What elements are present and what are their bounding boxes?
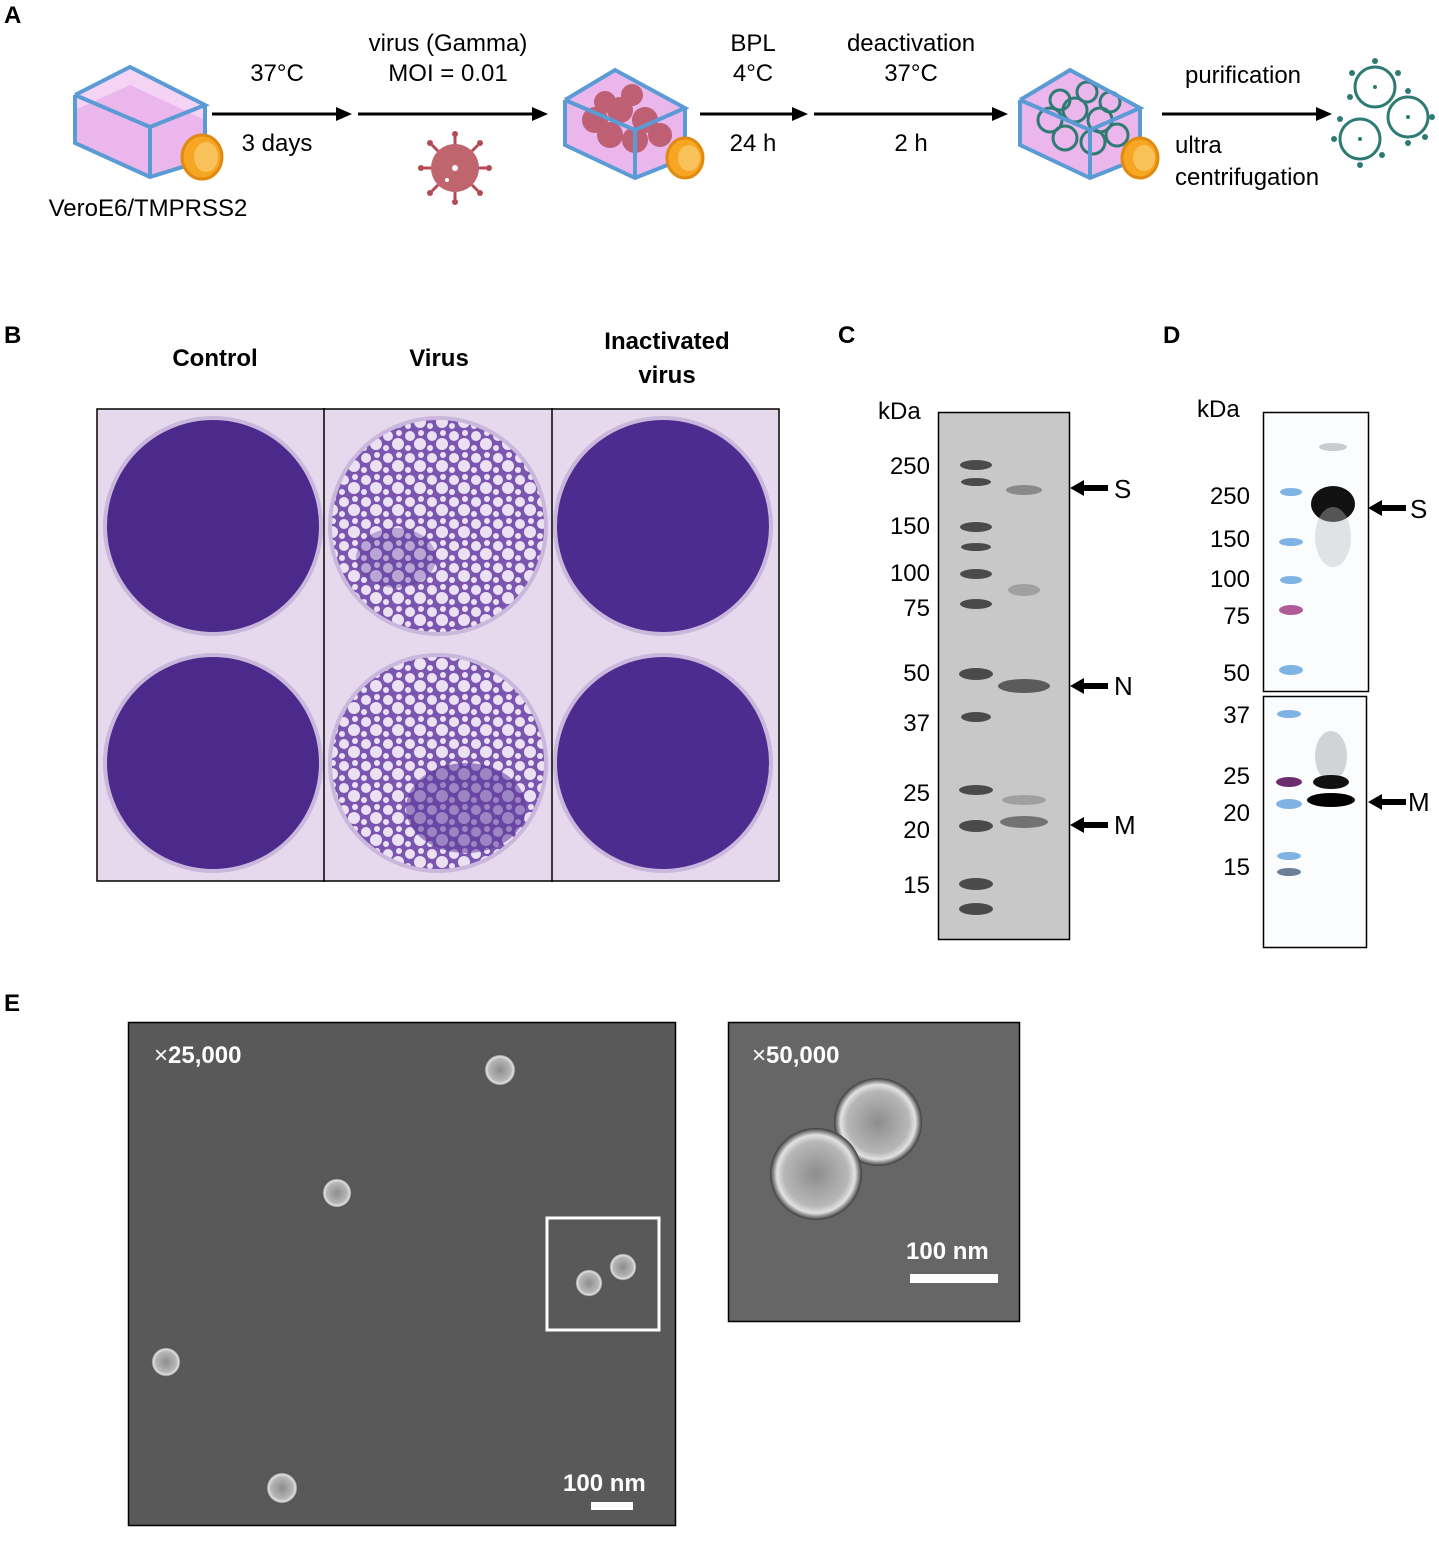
gel-c-marker: 37 <box>903 710 930 737</box>
inactivated-well-2 <box>553 653 773 873</box>
infected-flask-illustration <box>563 67 705 181</box>
panel-label-a: A <box>4 2 22 29</box>
gel-c-unit: kDa <box>878 398 921 425</box>
band-label-m: M <box>1408 787 1430 817</box>
blot-d-unit: kDa <box>1197 396 1240 423</box>
column-label-inactivated-2: virus <box>638 362 696 389</box>
panel-label-d: D <box>1163 322 1181 349</box>
scale-bar-2 <box>910 1274 998 1283</box>
gel-c-marker: 15 <box>903 872 930 899</box>
step4-duration: 2 h <box>894 130 928 157</box>
blot-d-marker: 15 <box>1223 854 1250 881</box>
panel-label-e: E <box>4 990 21 1017</box>
purified-virus-icon <box>1331 58 1435 168</box>
column-label-virus: Virus <box>409 345 469 372</box>
scale-label-1: 100 nm <box>563 1470 646 1497</box>
arrow-band-s-d <box>1368 500 1406 516</box>
plaque-assay-plate <box>96 408 780 882</box>
band-label-s: S <box>1410 494 1428 524</box>
arrow-band-m-c <box>1070 817 1108 833</box>
step4-process: deactivation <box>846 30 976 57</box>
step5-ultra: ultra <box>1175 132 1222 159</box>
control-well-1 <box>103 416 323 636</box>
magnification-label-1: ×25,000 <box>154 1042 242 1069</box>
step1-duration: 3 days <box>241 130 313 157</box>
step2-virus: virus (Gamma) <box>368 30 528 57</box>
arrow-5 <box>1162 107 1332 121</box>
cell-line-label: VeroE6/TMPRSS2 <box>48 195 248 222</box>
gel-c-marker: 25 <box>903 780 930 807</box>
arrow-band-m-d <box>1368 794 1406 810</box>
column-label-control: Control <box>172 345 258 372</box>
arrow-1 <box>212 107 352 121</box>
band-label-n: N <box>1114 671 1133 701</box>
scale-label-2: 100 nm <box>906 1238 989 1265</box>
western-blot-bottom <box>1262 695 1368 949</box>
step2-moi: MOI = 0.01 <box>388 60 508 87</box>
arrow-4 <box>814 107 1008 121</box>
tem-image-low-mag <box>127 1021 677 1527</box>
gel-c-marker: 50 <box>903 660 930 687</box>
flask-illustration <box>73 64 224 181</box>
zoom-inset-box <box>545 1216 661 1332</box>
step5-centrifugation: centrifugation <box>1175 164 1320 191</box>
tem-image-high-mag <box>727 1021 1021 1323</box>
band-label-s: S <box>1114 474 1132 504</box>
inactivated-well-1 <box>553 416 773 636</box>
arrow-3 <box>700 107 808 121</box>
panel-label-c: C <box>838 322 856 349</box>
arrow-2 <box>358 107 548 121</box>
blot-d-marker: 75 <box>1223 603 1250 630</box>
step4-temperature: 37°C <box>884 60 938 87</box>
gel-c-marker: 250 <box>889 453 930 480</box>
magnification-label-2: ×50,000 <box>752 1042 840 1069</box>
blot-d-marker: 50 <box>1223 660 1250 687</box>
blot-d-marker: 25 <box>1223 763 1250 790</box>
virus-well-1 <box>328 416 548 636</box>
arrow-band-n-c <box>1070 678 1108 694</box>
inactivated-flask-illustration <box>1018 67 1160 181</box>
panel-label-b: B <box>4 322 22 349</box>
band-label-m: M <box>1114 810 1136 840</box>
blot-d-marker: 37 <box>1223 702 1250 729</box>
column-label-inactivated-1: Inactivated <box>604 328 730 355</box>
virus-icon <box>418 131 492 205</box>
gel-c-marker: 20 <box>903 817 930 844</box>
sds-page-gel <box>937 411 1071 941</box>
gel-c-marker: 75 <box>903 595 930 622</box>
blot-d-marker: 20 <box>1223 800 1250 827</box>
scale-bar-1 <box>591 1502 633 1510</box>
arrow-band-s-c <box>1070 480 1108 496</box>
step3-duration: 24 h <box>729 130 777 157</box>
gel-c-marker: 150 <box>889 513 930 540</box>
gel-c-marker: 100 <box>889 560 930 587</box>
blot-d-marker: 250 <box>1209 483 1250 510</box>
step1-temperature: 37°C <box>250 60 304 87</box>
western-blot-top <box>1262 411 1370 693</box>
step5-purification: purification <box>1184 62 1302 89</box>
step3-reagent: BPL <box>730 30 776 57</box>
control-well-2 <box>103 653 323 873</box>
step3-temperature: 4°C <box>732 60 774 87</box>
blot-d-marker: 100 <box>1209 566 1250 593</box>
blot-d-marker: 150 <box>1209 526 1250 553</box>
